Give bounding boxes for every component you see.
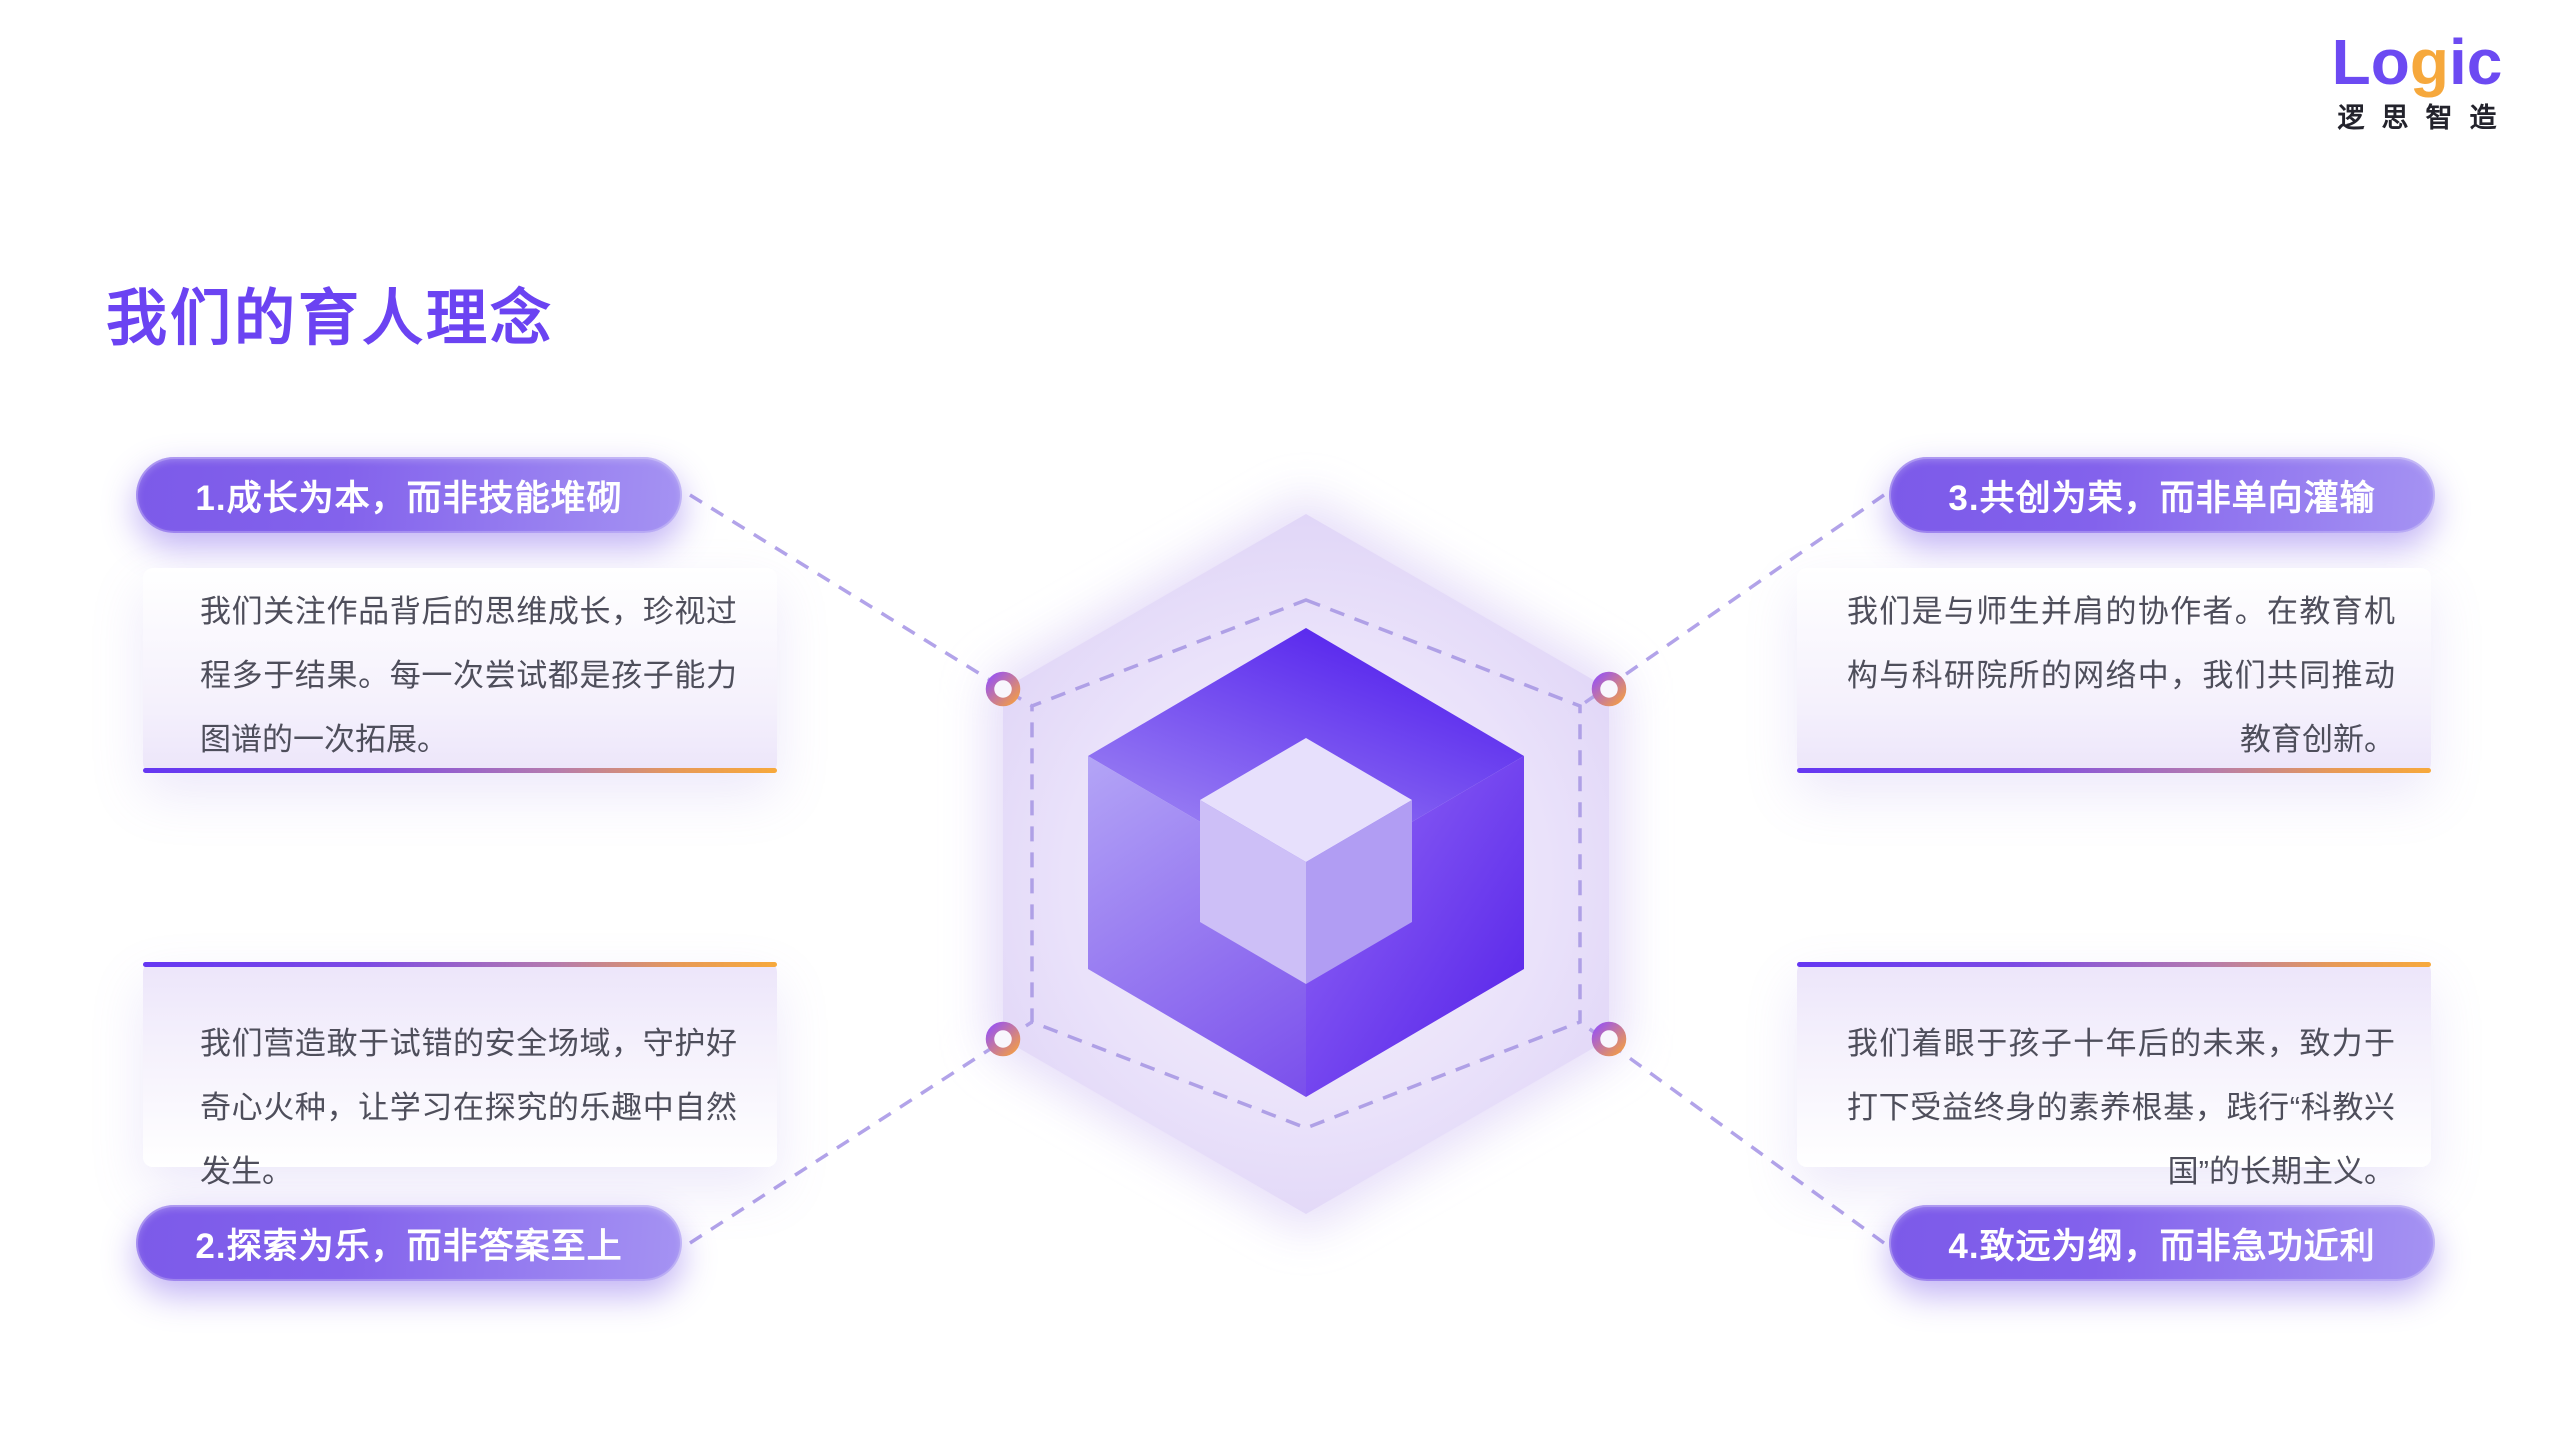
logo-part-lo: Lo (2331, 26, 2410, 98)
brand-logo: Logic 逻思智造 (2292, 30, 2542, 134)
connector-node-icon (1591, 1021, 1627, 1057)
small-cube-top-face (1200, 738, 1412, 862)
connector-node-icon (985, 1021, 1021, 1057)
principle-card-3-body: 我们是与师生并肩的协作者。在教育机构与科研院所的网络中，我们共同推动教育创新。 (1847, 594, 2395, 757)
cube-right-face (1306, 756, 1524, 1097)
connector-node-icon (1591, 671, 1627, 707)
principle-pill-3: 3.共创为荣，而非单向灌输 (1889, 457, 2435, 533)
small-cube-left-face (1200, 800, 1306, 984)
principle-pill-1-label: 1.成长为本，而非技能堆砌 (195, 478, 623, 518)
principle-card-1: 我们关注作品背后的思维成长，珍视过程多于结果。每一次尝试都是孩子能力图谱的一次拓… (143, 568, 777, 773)
connector-node-icon (985, 671, 1021, 707)
accent-gradient-line (143, 768, 777, 773)
hexagon-background (1003, 514, 1609, 1214)
principle-pill-2-label: 2.探索为乐，而非答案至上 (195, 1226, 623, 1266)
logo-part-g: g (2409, 26, 2449, 98)
accent-gradient-line (1797, 962, 2431, 967)
principle-card-4-body: 我们着眼于孩子十年后的未来，致力于打下受益终身的素养根基，践行“科教兴国”的长期… (1847, 1026, 2395, 1189)
principle-pill-4-label: 4.致远为纲，而非急功近利 (1948, 1226, 2376, 1266)
principle-pill-4: 4.致远为纲，而非急功近利 (1889, 1205, 2435, 1281)
principle-card-2: 我们营造敢于试错的安全场域，守护好奇心火种，让学习在探究的乐趣中自然发生。 (143, 962, 777, 1189)
hexagon-glow (987, 496, 1625, 1232)
principle-card-2-body: 我们营造敢于试错的安全场域，守护好奇心火种，让学习在探究的乐趣中自然发生。 (200, 1026, 737, 1189)
logo-part-ic: ic (2448, 26, 2503, 98)
cube-illustration (1088, 628, 1524, 1097)
principle-pill-2: 2.探索为乐，而非答案至上 (136, 1205, 682, 1281)
accent-gradient-line (1797, 768, 2431, 773)
logo-wordmark: Logic (2292, 30, 2542, 94)
accent-gradient-line (143, 962, 777, 967)
principle-pill-3-label: 3.共创为荣，而非单向灌输 (1948, 478, 2376, 518)
cube-left-face (1088, 756, 1306, 1097)
small-cube-right-face (1306, 800, 1412, 984)
small-cube (1200, 738, 1412, 984)
cube-top-face (1088, 628, 1524, 884)
principle-card-3: 我们是与师生并肩的协作者。在教育机构与科研院所的网络中，我们共同推动教育创新。 (1797, 568, 2431, 773)
page-title: 我们的育人理念 (106, 284, 555, 352)
principle-card-4: 我们着眼于孩子十年后的未来，致力于打下受益终身的素养根基，践行“科教兴国”的长期… (1797, 962, 2431, 1189)
principle-pill-1: 1.成长为本，而非技能堆砌 (136, 457, 682, 533)
logo-tagline: 逻思智造 (2337, 103, 2514, 133)
principle-card-1-body: 我们关注作品背后的思维成长，珍视过程多于结果。每一次尝试都是孩子能力图谱的一次拓… (200, 594, 737, 757)
hexagon-dashed-outline (1030, 598, 1582, 1130)
